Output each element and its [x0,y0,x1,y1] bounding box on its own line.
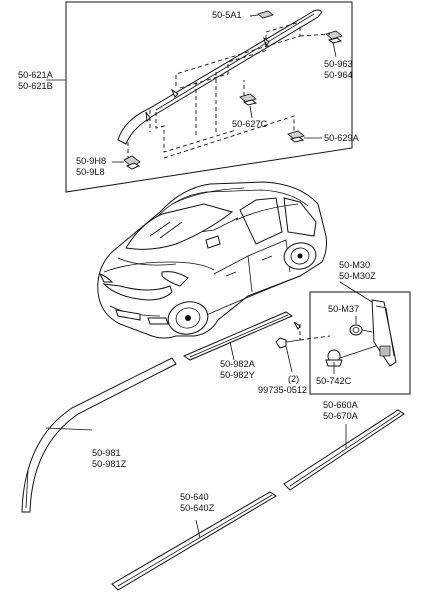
door-moulding-50-640 [111,491,277,591]
leader-M37-glass [361,329,373,333]
leader-742C-glass [339,345,377,359]
screw-99735-0512 [275,321,331,349]
leader-640 [195,519,201,539]
leader-981 [45,427,93,431]
leader-627C [249,105,253,119]
leader-M30 [339,281,373,303]
label-50-742C: 50-742C [316,376,352,386]
label-50-M30Z: 50-M30Z [339,271,376,281]
label-50-629A: 50-629A [324,133,360,143]
label-50-963: 50-963 [324,59,353,69]
clip-50-627C [239,93,258,106]
label-50-9L8: 50-9L8 [76,167,105,177]
end-cap-50-9H8 [123,155,141,170]
pillar-moulding-50-981 [21,357,177,513]
label-qty-2: (2) [288,374,299,384]
clip-50-629A [287,130,305,143]
label-50-9H8: 50-9H8 [76,156,106,166]
clip-50-963 [325,30,343,44]
label-50-640Z: 50-640Z [180,503,215,513]
label-50-670A: 50-670A [323,411,359,421]
label-99735-0512: 99735-0512 [258,385,307,395]
label-50-M37: 50-M37 [328,304,359,314]
quarter-window-glass [371,299,397,367]
door-moulding-50-660A [283,409,405,491]
label-50-621A: 50-621A [18,70,54,80]
leader-963 [332,41,337,58]
label-50-981Z: 50-981Z [92,459,127,469]
label-50-660A: 50-660A [323,400,359,410]
label-50-621B: 50-621B [18,81,53,91]
leader-982A [229,341,235,361]
leader-99735 [285,345,293,373]
roof-rail [117,9,323,145]
dashed-leaders-top [127,21,331,159]
roof-rail-group-frame [65,1,353,193]
label-50-640: 50-640 [180,492,209,502]
clip-50-M37 [349,324,363,336]
clip-50-5A1 [249,10,274,19]
label-50-964: 50-964 [324,70,353,80]
label-50-627C: 50-627C [232,119,268,129]
label-50-982A: 50-982A [220,359,256,369]
vehicle-illustration [97,181,327,339]
label-50-5A1: 50-5A1 [212,10,242,20]
belt-moulding-50-982A [182,311,294,361]
label-50-981: 50-981 [92,448,121,458]
label-50-M30: 50-M30 [339,260,370,270]
quarter-window-group-frame [309,291,411,395]
label-50-982Y: 50-982Y [220,370,255,380]
